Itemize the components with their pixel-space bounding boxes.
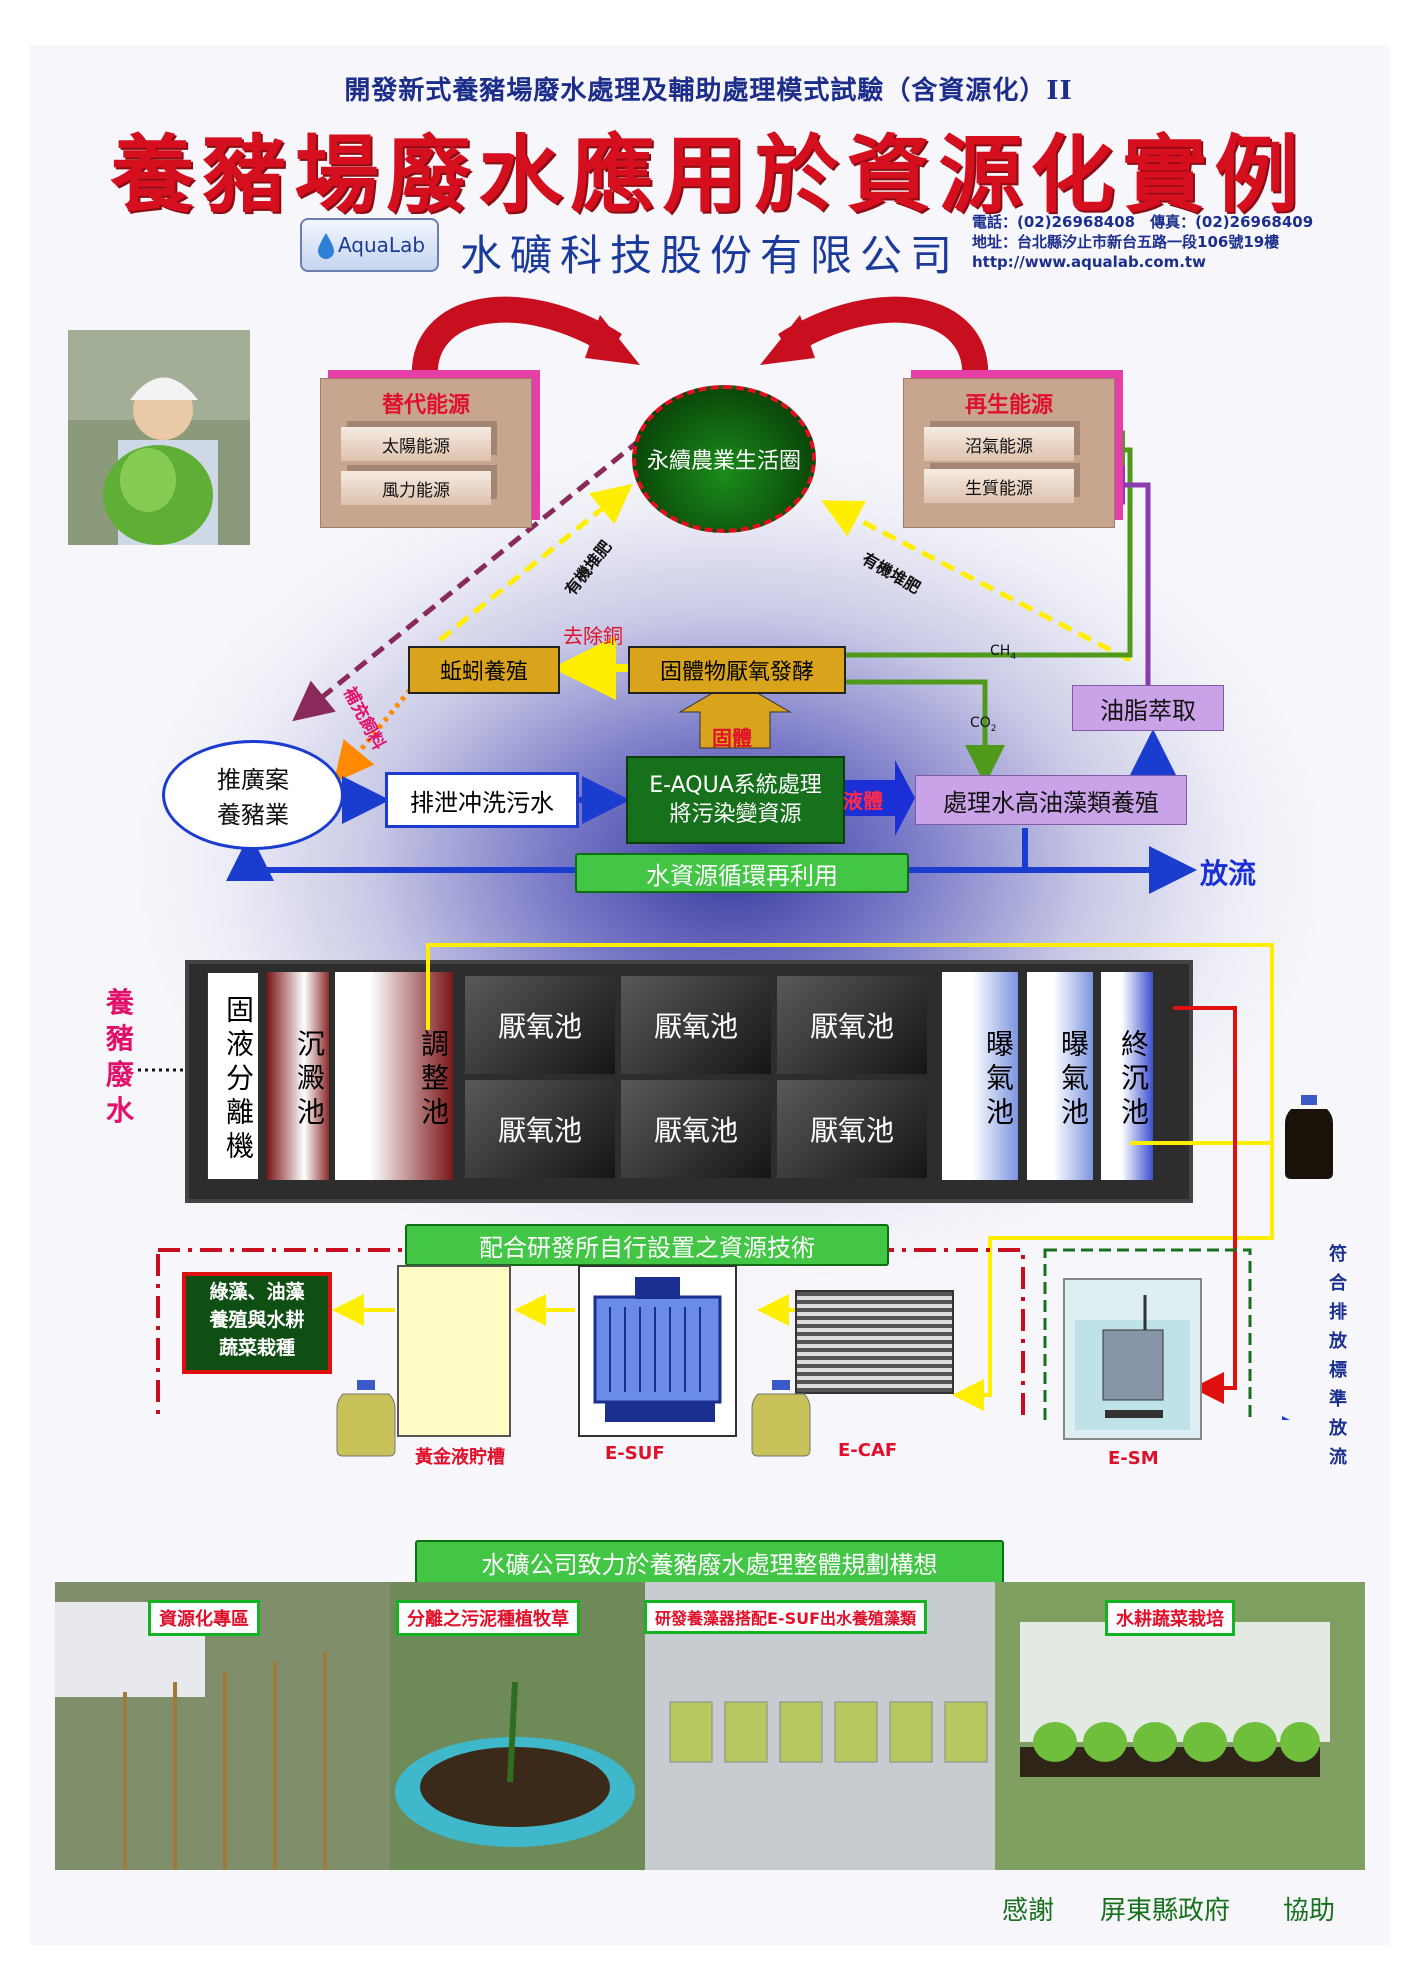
treatment-plant-frame: 固液分離機 沉澱池 調整池 厭氧池 厭氧池 厭氧池 厭氧池 厭氧池 厭氧池 曝氣…: [185, 960, 1193, 1203]
sustainable-agriculture-circle: 永續農業生活圈: [632, 385, 816, 533]
biomass-energy-label: 生質能源: [924, 469, 1074, 503]
solid-liquid-separator-tank: 固液分離機: [207, 972, 259, 1180]
biogas-energy-label: 沼氣能源: [924, 427, 1074, 461]
hydroponic-label: 水耕蔬菜栽培: [1105, 1600, 1235, 1636]
e-sm-unit: [1063, 1278, 1202, 1440]
aeration-tank-2: 曝氣池: [1027, 972, 1093, 1180]
submerged-membrane-icon: [1075, 1295, 1190, 1430]
e-aqua-system-box: E-AQUA系統處理將污染變資源: [626, 756, 845, 844]
pingtung-government-label: 屏東縣政府: [1100, 1896, 1231, 1926]
pig-wastewater-label: 養豬廢水: [105, 986, 134, 1127]
e-suf-label: E-SUF: [605, 1443, 665, 1464]
ch4-text: CH: [990, 643, 1011, 659]
solar-energy-label: 太陽能源: [341, 427, 491, 461]
eaqua-line2: 將污染變資源: [669, 802, 802, 827]
alternative-energy-box: 替代能源 太陽能源 風力能源: [320, 378, 532, 528]
alt-energy-title: 替代能源: [381, 393, 470, 418]
anaerobic-tank-1: 厭氧池: [465, 976, 615, 1074]
flushing-wastewater-box: 排泄冲洗污水: [385, 772, 579, 828]
curved-arrow-right: [778, 296, 989, 379]
phone-fax: 電話：(02)26968408 傳真：(02)26968409: [972, 213, 1314, 231]
company-planning-banner: 水礦公司致力於養豬廢水處理整體規劃構想: [415, 1540, 1004, 1584]
solid-label: 固體: [712, 726, 752, 750]
sludge-grass-label: 分離之污泥種植牧草: [396, 1600, 580, 1636]
cycle-diagram-lines: [226, 296, 1197, 894]
oil-extraction-box: 油脂萃取: [1072, 685, 1224, 731]
golden-liquid-tank: [397, 1265, 511, 1437]
logo-text: AquaLab: [337, 233, 426, 257]
compliant-discharge-label: 符合排放標準放流: [1329, 1244, 1347, 1468]
golden-tank-label: 黃金液貯槽: [415, 1447, 505, 1468]
aqualab-logo: AquaLab: [300, 218, 439, 272]
pig-farm-ellipse: 推廣案 養豬業: [162, 740, 344, 850]
anaerobic-fermentation-box: 固體物厭氧發酵: [628, 646, 846, 694]
wind-energy-label: 風力能源: [341, 471, 491, 505]
algae-culture-label: 研發養藻器搭配E-SUF出水養殖藻類: [644, 1600, 928, 1634]
renewable-energy-box: 再生能源 沼氣能源 生質能源: [903, 378, 1115, 528]
ch4-subscript: 4: [1010, 651, 1017, 662]
sedimentation-tank: 沉澱池: [267, 972, 329, 1180]
water-reuse-bar: 水資源循環再利用: [575, 853, 909, 893]
assist-label: 協助: [1283, 1896, 1336, 1926]
address: 地址：台北縣汐止市新台五路一段106號19樓: [972, 233, 1280, 251]
resource-zone-label: 資源化專區: [148, 1600, 260, 1636]
eaqua-line1: E-AQUA系統處理: [649, 773, 822, 798]
e-suf-unit: [578, 1265, 737, 1437]
poster-subtitle: 開發新式養豬場廢水處理及輔助處理模式試驗（含資源化）II: [344, 76, 1073, 106]
anaerobic-tank-4: 厭氧池: [465, 1080, 615, 1178]
dark-liquid-bottle: [1285, 1095, 1333, 1179]
final-sedimentation-tank: 終沉池: [1101, 972, 1153, 1180]
farm-label-line1: 推廣案: [217, 766, 289, 794]
co2-label: CO2: [970, 715, 997, 734]
e-caf-unit: [795, 1290, 954, 1394]
copper-removal-label: 去除銅: [563, 624, 623, 648]
discharge-label: 放流: [1200, 857, 1257, 890]
thanks-label: 感謝: [1002, 1896, 1055, 1926]
company-name: 水礦科技股份有限公司: [460, 231, 961, 280]
farmer-photo: [68, 330, 250, 545]
droplet-icon: [317, 233, 334, 259]
adjustment-tank: 調整池: [335, 972, 453, 1180]
e-sm-label: E-SM: [1108, 1448, 1159, 1469]
algae-hydroponic-box: 綠藻、油藻 養殖與水耕 蔬菜栽種: [182, 1272, 332, 1374]
anaerobic-tank-2: 厭氧池: [621, 976, 771, 1074]
anaerobic-tank-6: 厭氧池: [777, 1080, 927, 1178]
algae-line2: 養殖與水耕: [209, 1309, 305, 1331]
farmer-with-lettuce-image: [68, 330, 250, 545]
golden-liquid-bottle-1: [336, 1380, 396, 1457]
membrane-module-icon: [593, 1277, 722, 1422]
co2-subscript: 2: [990, 723, 997, 734]
algae-line1: 綠藻、油藻: [209, 1281, 305, 1303]
ch4-label: CH4: [990, 643, 1016, 662]
algae-line3: 蔬菜栽種: [218, 1337, 295, 1359]
resource-technology-banner: 配合研發所自行設置之資源技術: [405, 1224, 889, 1266]
co2-text: CO: [970, 715, 991, 731]
algae-cultivation-box: 處理水高油藻類養殖: [915, 775, 1187, 825]
liquid-label: 液體: [843, 789, 883, 813]
poster-title: 養豬場廢水應用於資源化實例: [110, 125, 1307, 224]
renew-energy-title: 再生能源: [964, 393, 1053, 418]
anaerobic-tank-3: 厭氧池: [777, 976, 927, 1074]
curved-arrow-left: [411, 296, 622, 379]
golden-liquid-bottle-2: [751, 1380, 811, 1457]
contact-info: 電話：(02)26968408 傳真：(02)26968409 地址：台北縣汐止…: [972, 212, 1313, 272]
earthworm-farming-box: 蚯蚓養殖: [408, 646, 560, 694]
aeration-tank-1: 曝氣池: [942, 972, 1018, 1180]
farm-label-line2: 養豬業: [217, 801, 289, 829]
anaerobic-tank-5: 厭氧池: [621, 1080, 771, 1178]
e-caf-label: E-CAF: [838, 1440, 898, 1461]
website-link[interactable]: http://www.aqualab.com.tw: [972, 253, 1206, 271]
